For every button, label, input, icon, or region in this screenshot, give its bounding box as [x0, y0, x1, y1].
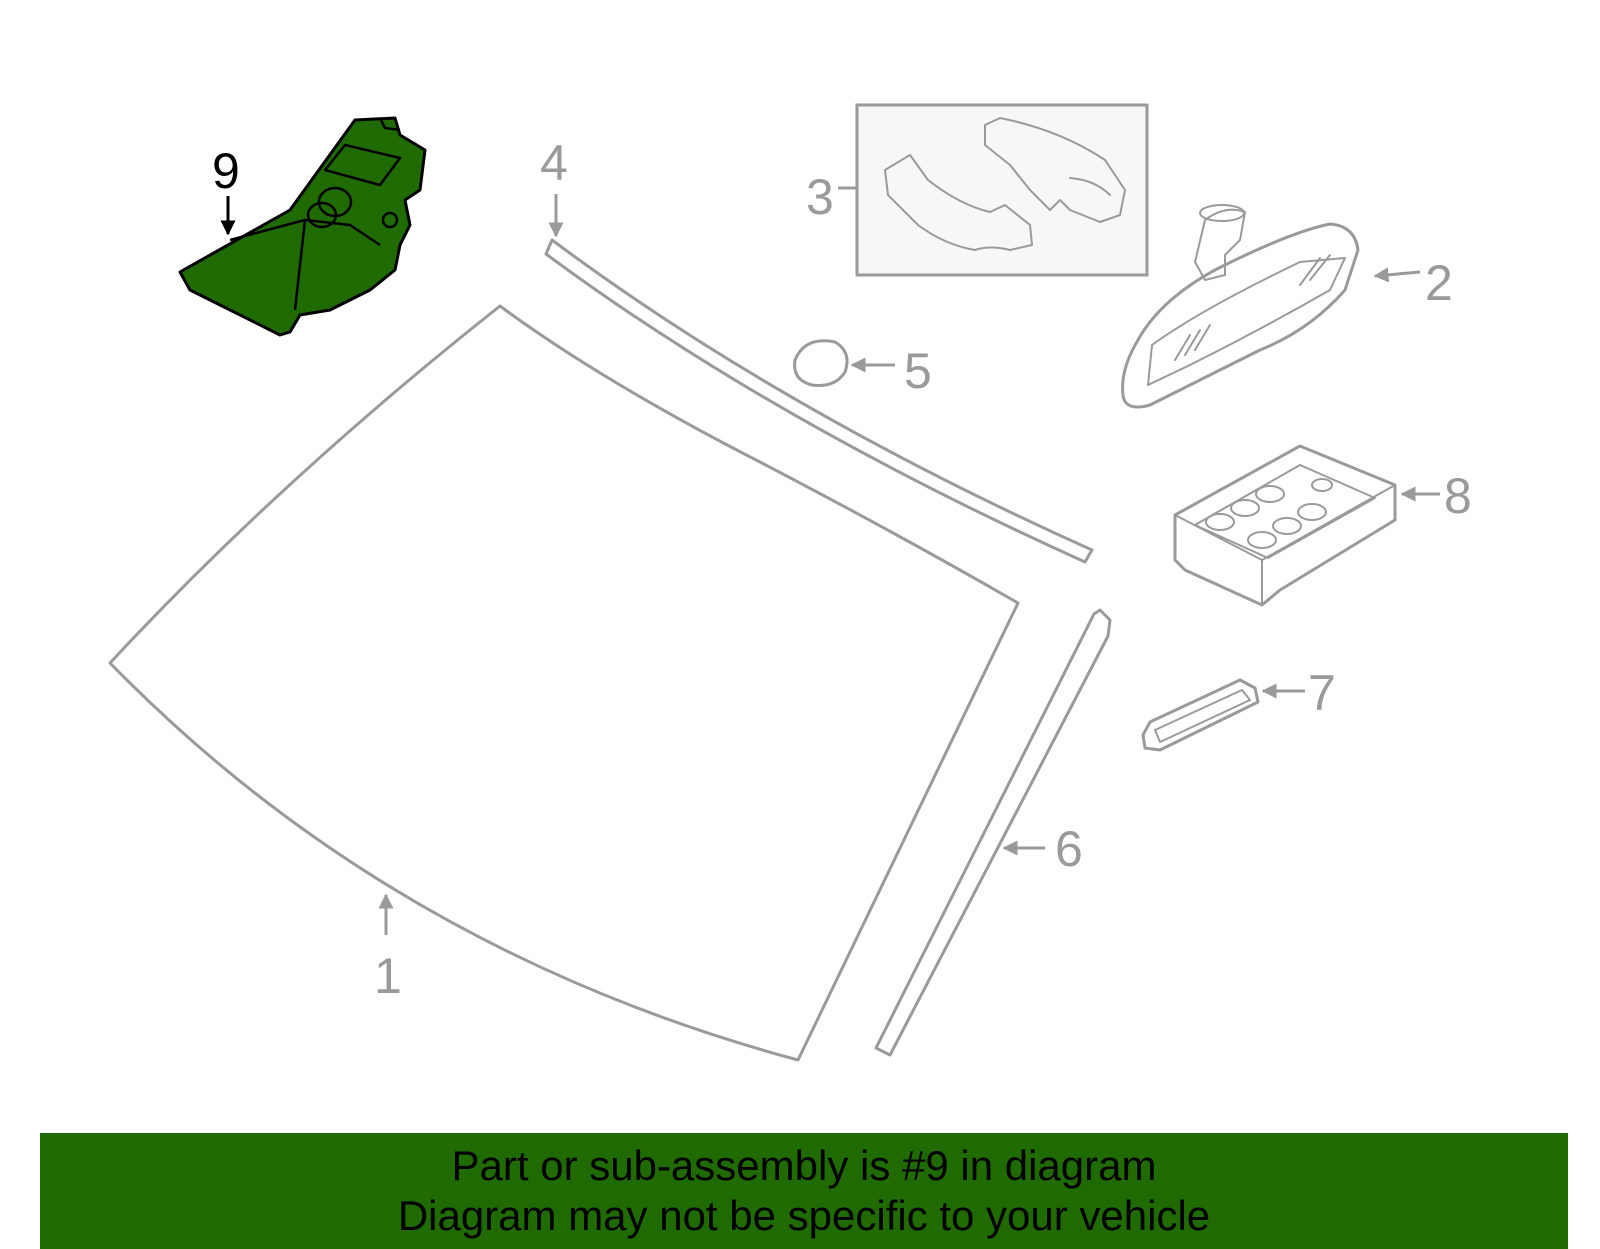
top-moulding-part[interactable] — [544, 238, 1094, 564]
rearview-mirror-part[interactable] — [1121, 204, 1360, 409]
map-lamp-part[interactable] — [1141, 678, 1260, 752]
console-module-part[interactable] — [1173, 444, 1397, 607]
callout-label-1: 1 — [374, 948, 402, 1004]
callout-4: 4 — [540, 135, 568, 238]
callout-9: 9 — [212, 143, 240, 236]
callout-label-5: 5 — [904, 343, 932, 399]
callout-1: 1 — [374, 893, 402, 1004]
callout-8: 8 — [1400, 468, 1472, 524]
callout-7: 7 — [1261, 665, 1336, 721]
callout-6: 6 — [1002, 821, 1083, 877]
callout-3: 3 — [806, 169, 857, 225]
info-banner: Part or sub-assembly is #9 in diagram Di… — [40, 1133, 1568, 1249]
side-moulding-part[interactable] — [874, 608, 1112, 1057]
cover-set-part[interactable] — [855, 103, 1149, 277]
windshield-part[interactable] — [108, 304, 1020, 1062]
banner-line-1: Part or sub-assembly is #9 in diagram — [451, 1142, 1157, 1189]
callout-label-7: 7 — [1308, 665, 1336, 721]
callout-5: 5 — [850, 343, 932, 399]
callout-label-3: 3 — [806, 169, 834, 225]
callout-label-6: 6 — [1055, 821, 1083, 877]
callout-label-9: 9 — [212, 143, 240, 199]
banner-line-2: Diagram may not be specific to your vehi… — [397, 1192, 1211, 1239]
camera-bracket-part[interactable] — [178, 116, 427, 337]
round-pad-part[interactable] — [793, 339, 849, 387]
callout-2: 2 — [1373, 255, 1453, 311]
callout-label-4: 4 — [540, 135, 568, 191]
callout-label-8: 8 — [1444, 468, 1472, 524]
callout-label-2: 2 — [1425, 255, 1453, 311]
